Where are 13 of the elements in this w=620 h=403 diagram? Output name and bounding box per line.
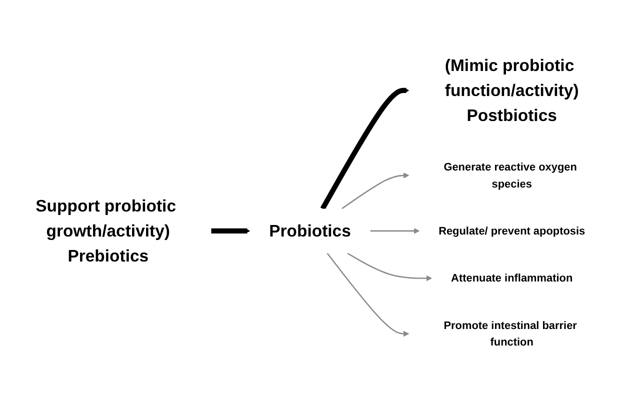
node-text: Promote intestinal barrier function: [444, 319, 577, 348]
arrow: [347, 252, 432, 282]
node-text: (Mimic probiotic function/activity) Postbiotics: [444, 55, 579, 125]
arrow: [326, 252, 410, 337]
arrow: [211, 228, 250, 234]
arrow: [370, 228, 420, 234]
node-text: Support probiotic growth/activity) Prebiotics: [36, 196, 176, 266]
node-text: Attenuate inflammation: [451, 272, 573, 284]
arrow: [341, 172, 410, 210]
node-text: Regulate/ prevent apoptosis: [438, 224, 586, 237]
arrow: [320, 88, 410, 210]
node-text: Generate reactive oxygen species: [444, 160, 577, 190]
node-text: Probiotics: [269, 220, 351, 240]
